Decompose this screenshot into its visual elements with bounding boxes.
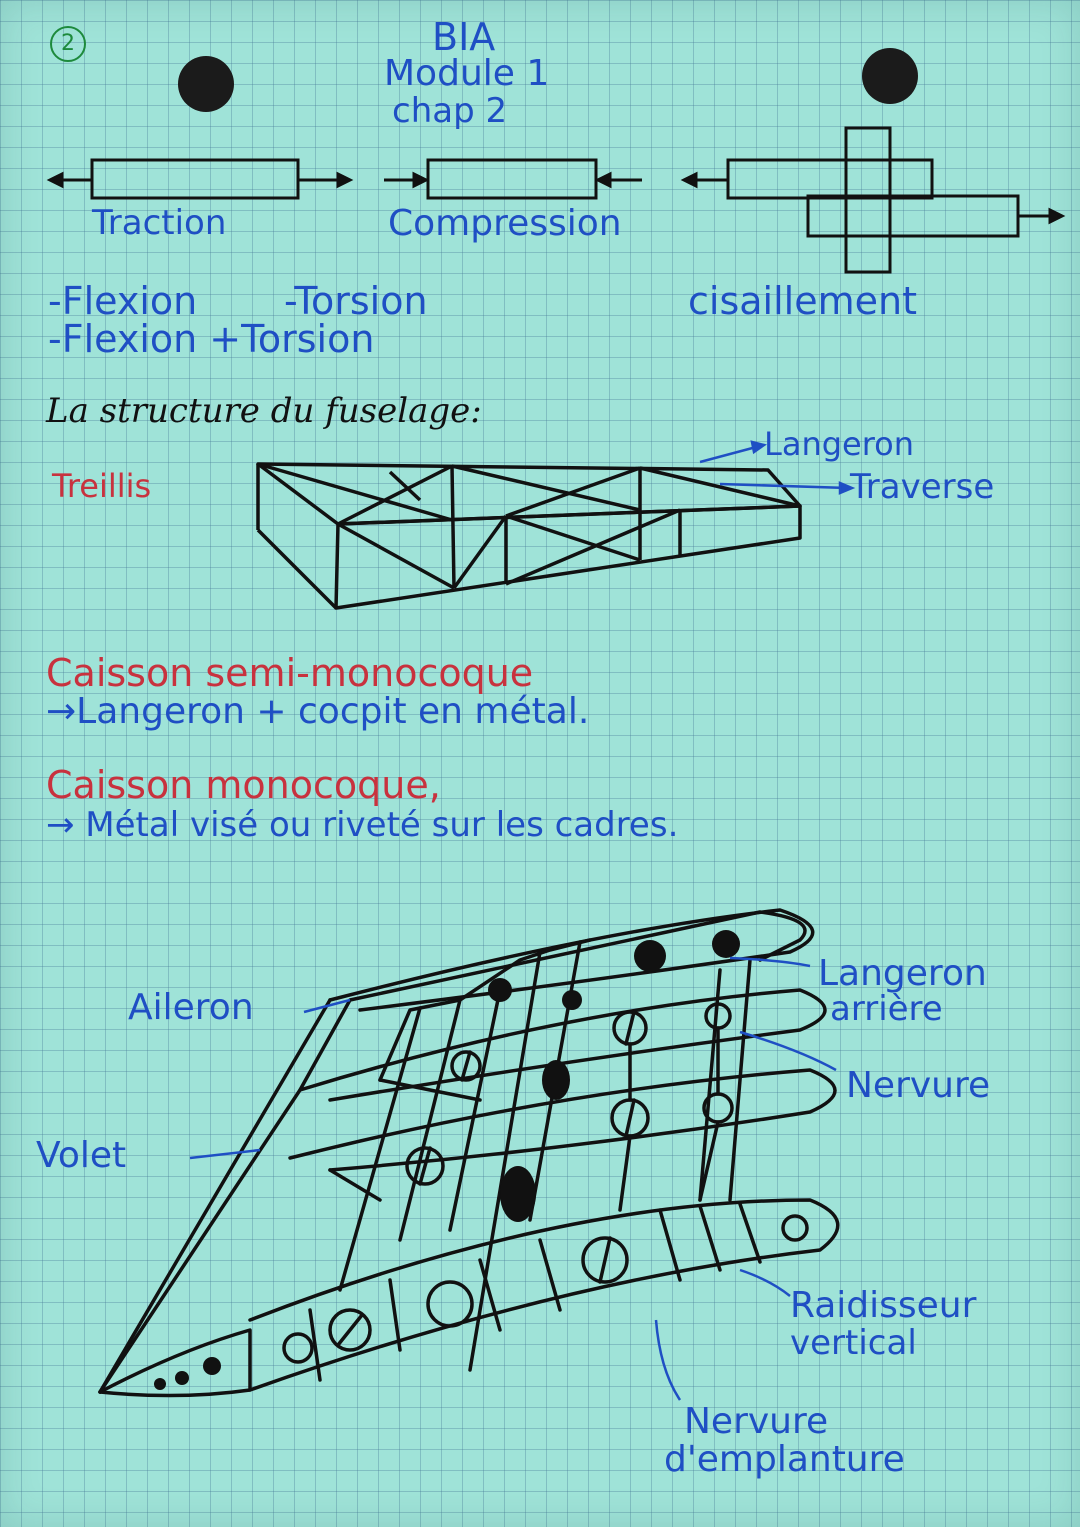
semi-monocoque-desc: →Langeron + cocpit en métal.	[46, 691, 590, 732]
label-torsion: -Torsion	[284, 279, 428, 323]
label-cisaillement: cisaillement	[688, 279, 917, 323]
header-module: Module 1	[384, 53, 550, 94]
label-aileron: Aileron	[128, 987, 254, 1028]
label-raidisseur-line2: vertical	[790, 1323, 917, 1363]
fuselage-heading: La structure du fuselage:	[46, 391, 482, 431]
label-langeron-arriere-line1: Langeron	[818, 953, 987, 994]
binder-hole-left	[178, 56, 234, 112]
label-traverse: Traverse	[850, 467, 995, 507]
label-compression: Compression	[388, 203, 622, 244]
shear-bar-vertical	[844, 126, 892, 274]
header-chapter: chap 2	[392, 91, 508, 131]
monocoque-desc: → Métal visé ou riveté sur les cadres.	[46, 805, 679, 845]
label-langeron-arriere-line2: arrière	[830, 989, 943, 1029]
label-langeron-fuselage: Langeron	[764, 425, 915, 463]
label-flexion: -Flexion	[48, 279, 198, 323]
semi-monocoque-title: Caisson semi-monocoque	[46, 651, 534, 695]
label-traction: Traction	[92, 203, 227, 243]
arrow-left-icon	[46, 171, 64, 189]
label-nervure-emplanture-line1: Nervure	[684, 1401, 829, 1442]
label-flexion-torsion: -Flexion +Torsion	[48, 317, 375, 361]
header-title: BIA	[432, 15, 496, 59]
arrow-right-icon	[336, 171, 354, 189]
label-raidisseur-line1: Raidisseur	[790, 1285, 977, 1326]
label-nervure-emplanture-line2: d'emplanture	[664, 1439, 905, 1480]
label-nervure: Nervure	[846, 1065, 991, 1106]
binder-hole-right	[862, 48, 918, 104]
label-treillis: Treillis	[52, 467, 152, 505]
page-number: 2	[50, 26, 86, 62]
label-volet: Volet	[36, 1135, 127, 1176]
monocoque-title: Caisson monocoque,	[46, 763, 441, 807]
